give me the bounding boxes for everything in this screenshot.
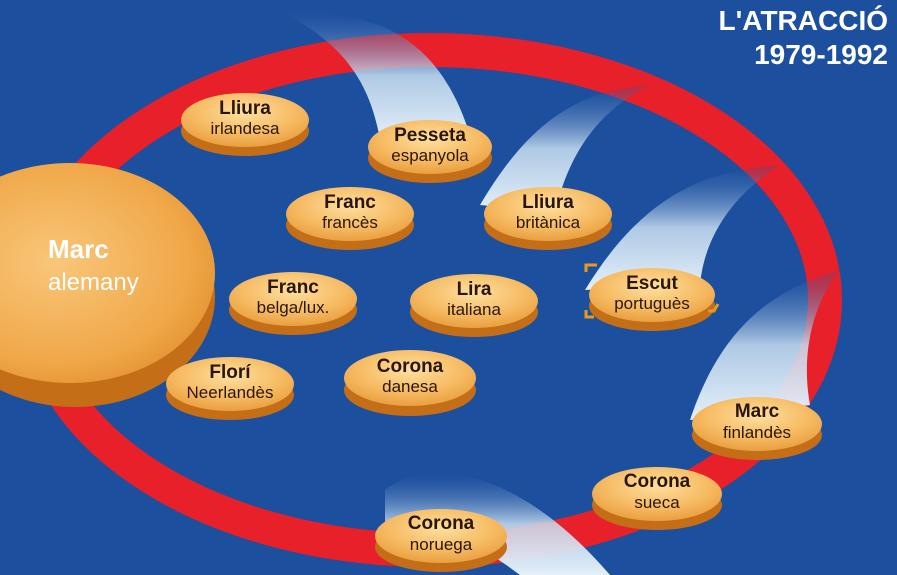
- coin-corona-noruega: Corona noruega: [375, 509, 507, 572]
- currency-line1: Franc: [324, 192, 376, 213]
- title-line1: L'ATRACCIÓ: [719, 5, 888, 36]
- coin-corona-danesa: Corona danesa: [344, 350, 476, 416]
- coin-franc-frances: Franc francès: [286, 187, 414, 250]
- currency-line1: Corona: [408, 513, 475, 534]
- comet-tail-marc-finlandes: [690, 270, 840, 420]
- coin-flori-neerlandes: Florí Neerlandès: [166, 357, 294, 420]
- currency-line1: Escut: [626, 273, 678, 294]
- currency-line1: Franc: [267, 277, 319, 298]
- comet-tail-lliura-britanica: [480, 85, 650, 212]
- currency-line1: Lliura: [219, 98, 271, 119]
- currency-line2: britànica: [516, 213, 581, 232]
- currency-line1: Florí: [209, 362, 251, 383]
- coin-marc-alemany: Marc alemany: [0, 163, 215, 407]
- coin-marc-finlandes: Marc finlandès: [692, 397, 822, 460]
- currency-line2: portuguès: [614, 294, 690, 313]
- comet-tails: [280, 11, 840, 575]
- currency-line2: danesa: [382, 377, 438, 396]
- currency-line1: Corona: [377, 356, 444, 377]
- currency-line2: finlandès: [723, 423, 791, 442]
- coin-lira-italiana: Lira italiana: [410, 274, 538, 337]
- selection-markers: [584, 263, 720, 319]
- currency-line2: irlandesa: [211, 119, 281, 138]
- title-line2: 1979-1992: [754, 39, 888, 70]
- center-currency-line2: alemany: [48, 269, 139, 296]
- coin-escut-portugues: Escut portuguès: [584, 263, 720, 331]
- currency-line1: Lira: [457, 279, 492, 300]
- currency-line1: Pesseta: [394, 125, 466, 146]
- comet-tail-escut: [585, 165, 780, 290]
- currency-line2: Neerlandès: [187, 383, 274, 402]
- diagram-title: L'ATRACCIÓ 1979-1992: [719, 5, 888, 70]
- currency-line2: sueca: [634, 493, 680, 512]
- currency-line2: francès: [322, 213, 378, 232]
- currency-line1: Lliura: [522, 192, 574, 213]
- currency-line1: Corona: [624, 471, 691, 492]
- coin-franc-belga: Franc belga/lux.: [229, 272, 357, 335]
- comet-tail-pesseta: [280, 11, 470, 140]
- currency-line2: belga/lux.: [257, 298, 330, 317]
- coin-pesseta-espanyola: Pesseta espanyola: [368, 120, 492, 183]
- coin-lliura-britanica: Lliura britànica: [484, 187, 612, 250]
- currency-line2: espanyola: [391, 146, 469, 165]
- coin-corona-sueca: Corona sueca: [592, 467, 722, 530]
- currency-line2: italiana: [447, 300, 501, 319]
- currency-line2: noruega: [410, 535, 473, 554]
- center-currency-line1: Marc: [48, 234, 109, 264]
- currency-line1: Marc: [735, 401, 780, 422]
- coin-lliura-irlandesa: Lliura irlandesa: [181, 93, 309, 156]
